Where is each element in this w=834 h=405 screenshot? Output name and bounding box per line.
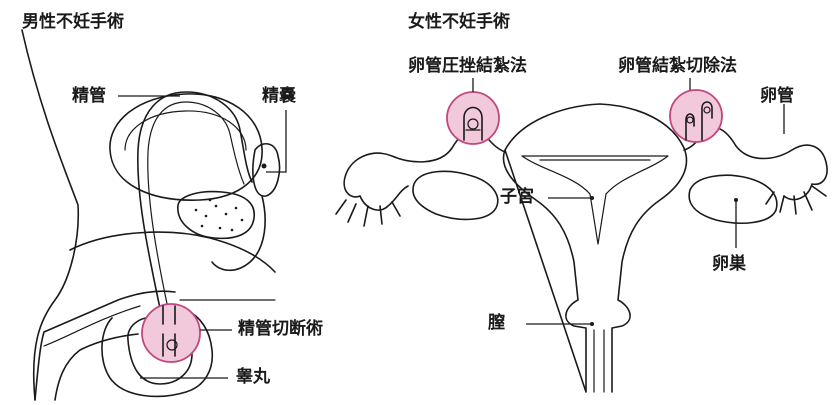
right-ovary — [689, 175, 777, 223]
male-seminal-vesicle — [253, 144, 280, 196]
vagina-inner — [594, 330, 604, 392]
label-seminal-vesicle: 精嚢 — [262, 88, 296, 105]
label-vas-deferens: 精管 — [72, 88, 106, 105]
vasectomy-highlight-circle — [142, 304, 200, 362]
male-rectum — [212, 196, 265, 270]
label-vasectomy: 精管切断術 — [238, 321, 323, 338]
label-testis: 睾丸 — [236, 369, 270, 386]
male-anatomy — [22, 30, 286, 400]
male-title: 男性不妊手術 — [22, 14, 124, 31]
female-title: 女性不妊手術 — [408, 14, 510, 31]
label-vagina: 膣 — [488, 315, 505, 332]
label-tube-ligation-excision: 卵管結紮切除法 — [618, 58, 737, 75]
label-fallopian-tube: 卵管 — [760, 88, 794, 105]
compression-highlight-circle — [447, 92, 499, 144]
left-ovary — [413, 171, 498, 219]
male-bladder-inner — [125, 111, 246, 150]
female-anatomy — [336, 78, 827, 392]
uterine-cavity — [522, 156, 668, 244]
male-bladder — [110, 94, 262, 200]
ligation-excision-highlight-circle — [670, 90, 722, 142]
male-body-outline — [22, 30, 78, 400]
label-uterus: 子宮 — [500, 189, 534, 206]
uterus-outline — [503, 104, 686, 392]
label-ovary: 卵巣 — [712, 256, 746, 273]
label-tube-compression: 卵管圧挫結紮法 — [408, 58, 527, 75]
prostate-texture — [195, 199, 244, 232]
leader-seminal-vesicle — [266, 110, 286, 172]
